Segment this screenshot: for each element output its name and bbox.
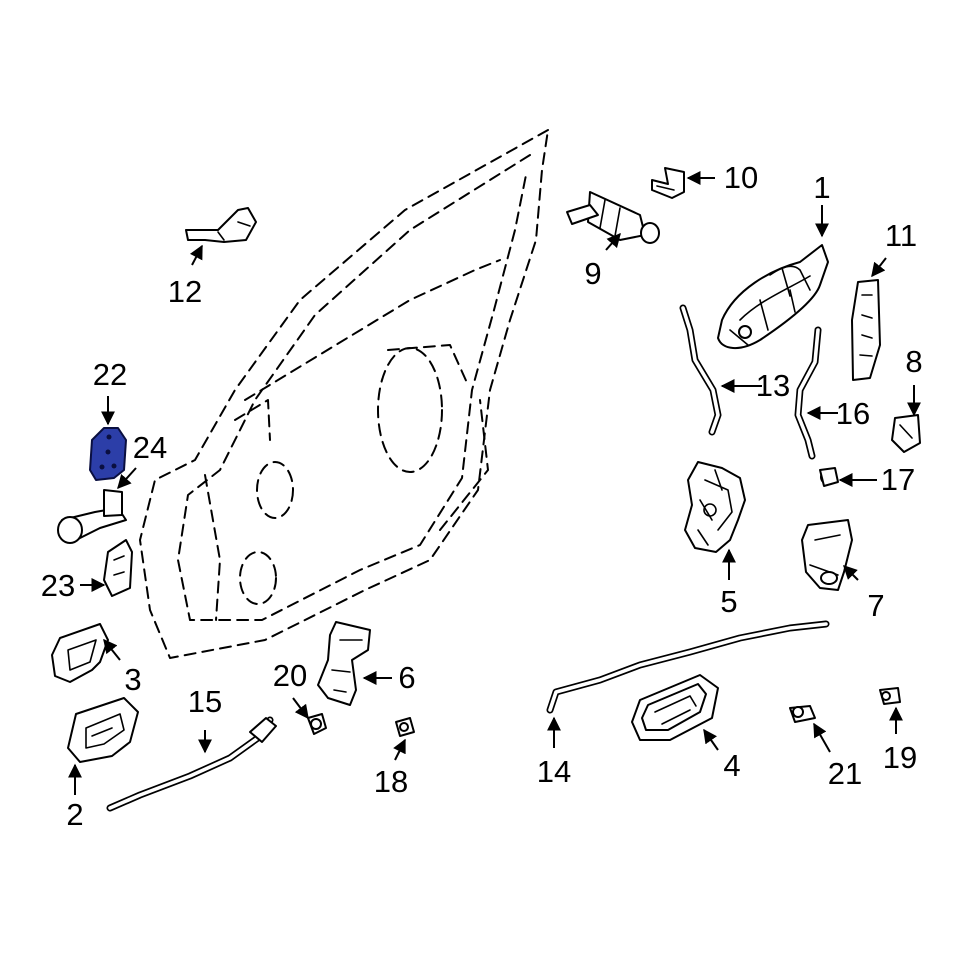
- callout-12: 12: [168, 274, 202, 309]
- callout-19: 19: [883, 740, 917, 775]
- part-24-door-check: [57, 489, 127, 544]
- callout-arrows: [68, 171, 921, 795]
- callout-20: 20: [273, 658, 307, 693]
- callout-4: 4: [723, 748, 740, 783]
- part-19-clip: [879, 687, 901, 705]
- part-15-cable: [106, 716, 277, 812]
- callout-10: 10: [724, 160, 758, 195]
- part-4-bezel: [631, 674, 719, 741]
- part-22-hinge-plate: [89, 427, 127, 481]
- part-21-clip: [789, 705, 816, 723]
- callout-17: 17: [881, 462, 915, 497]
- callout-16: 16: [836, 396, 870, 431]
- part-23-hinge: [103, 539, 133, 597]
- part-9-lock-cylinder: [566, 191, 660, 244]
- part-18-fastener: [395, 717, 415, 737]
- callout-21: 21: [828, 756, 862, 791]
- callout-labels: 1 2 3 4 5 6 7 8 9 10 11 12 13 14 15 16 1…: [41, 160, 923, 832]
- callout-22: 22: [93, 357, 127, 392]
- part-14-rod: [546, 620, 830, 714]
- part-13-rod: [679, 304, 722, 436]
- door-outline: [139, 129, 549, 659]
- part-17-bolt: [819, 467, 839, 487]
- callout-2: 2: [66, 797, 83, 832]
- callout-7: 7: [867, 588, 884, 623]
- callout-24: 24: [133, 430, 167, 465]
- part-3-housing: [51, 623, 109, 683]
- callout-13: 13: [756, 368, 790, 403]
- callout-11: 11: [885, 218, 917, 253]
- part-10-clip: [651, 167, 685, 199]
- part-6-latch-bracket: [317, 621, 371, 706]
- callout-14: 14: [537, 754, 571, 789]
- callout-23: 23: [41, 568, 75, 603]
- part-2-inside-handle: [67, 697, 139, 763]
- callout-3: 3: [124, 662, 141, 697]
- part-5-door-lock: [684, 461, 746, 553]
- callout-6: 6: [398, 660, 415, 695]
- callout-9: 9: [584, 256, 601, 291]
- part-7-cover: [801, 519, 853, 591]
- part-20-fastener: [307, 713, 327, 735]
- part-16-rod: [794, 326, 822, 460]
- part-1-outside-handle: [717, 244, 829, 349]
- part-12-strap: [185, 207, 257, 243]
- callout-18: 18: [374, 764, 408, 799]
- callout-15: 15: [188, 684, 222, 719]
- callout-8: 8: [905, 344, 922, 379]
- part-11-bracket: [851, 279, 881, 381]
- callout-1: 1: [813, 170, 830, 205]
- part-8-clip: [891, 414, 921, 453]
- callout-5: 5: [720, 584, 737, 619]
